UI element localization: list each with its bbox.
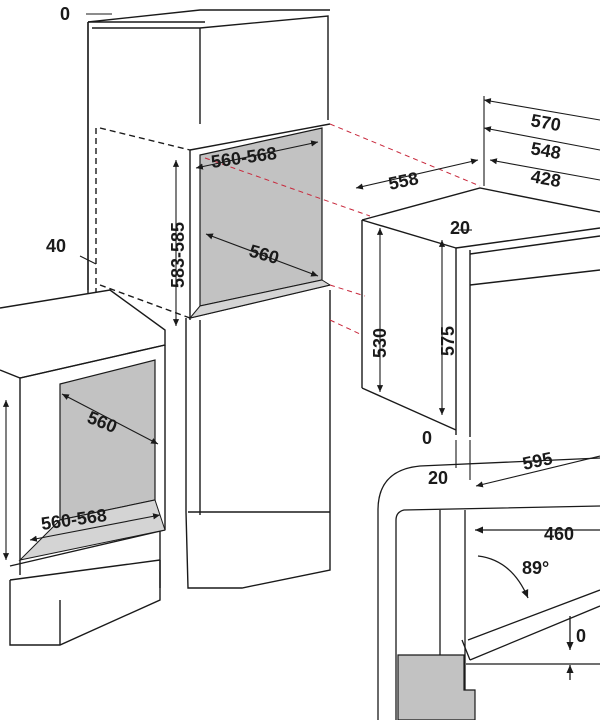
label-oven-depth-body: 548 (529, 138, 562, 163)
label-bottom-gap: 0 (422, 428, 432, 448)
detail-frame (377, 457, 600, 720)
label-oven-depth-inner: 428 (529, 166, 562, 191)
oven (361, 187, 600, 437)
label-door-clearance: 0 (576, 626, 586, 646)
label-oven-width: 595 (521, 448, 555, 474)
tall-cabinet-dimensions (2, 13, 319, 560)
label-top-zero: 0 (60, 4, 70, 24)
label-front-thickness: 20 (450, 218, 470, 238)
under-worktop (0, 289, 166, 379)
label-door-depth: 460 (544, 524, 574, 544)
detail-worktop (397, 654, 476, 720)
label-bottom-offset: 20 (428, 468, 448, 488)
label-door-angle: 89° (522, 558, 549, 578)
label-side-gap: 40 (46, 236, 66, 256)
oven-dimensions (355, 96, 600, 488)
label-oven-depth-total: 570 (529, 110, 562, 135)
oven-top (361, 187, 600, 221)
label-oven-side-depth: 558 (387, 168, 421, 194)
label-tall-niche-height: 583-585 (168, 222, 188, 288)
under-cabinet (0, 289, 166, 646)
tall-niche-floor (188, 279, 332, 319)
label-oven-height-body: 530 (370, 328, 390, 358)
under-niche-back (59, 359, 156, 521)
label-oven-height-front: 575 (438, 326, 458, 356)
label-under-niche-height: 600-601 (0, 474, 2, 540)
door-detail (377, 457, 600, 720)
